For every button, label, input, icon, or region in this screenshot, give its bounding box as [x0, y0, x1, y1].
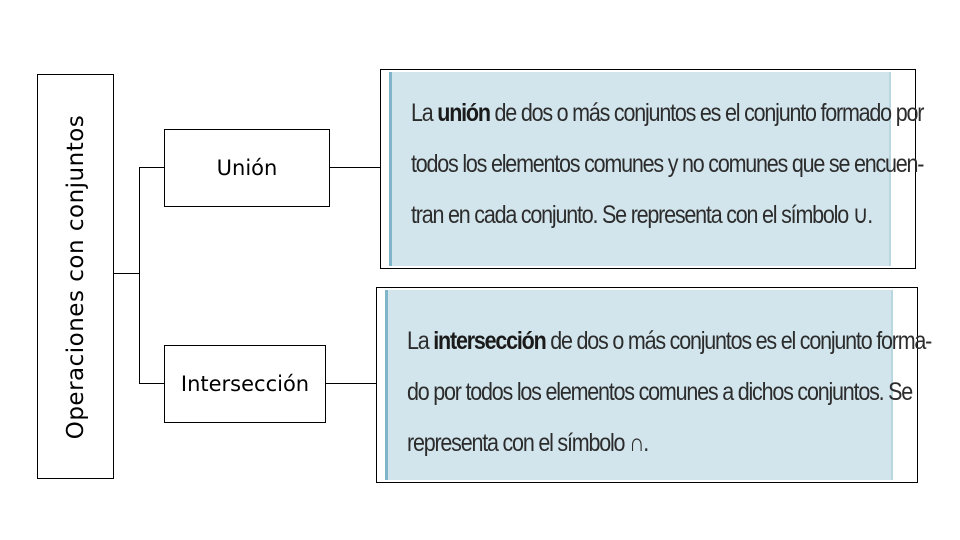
intersection-definition-box: La intersección de dos o más conjuntos e…	[376, 287, 932, 483]
connector-intersection-to-definition	[326, 383, 376, 384]
intersection-definition-line-1: La intersección de dos o más conjuntos e…	[407, 327, 932, 355]
union-definition-panel	[389, 72, 891, 266]
intersection-label: Intersección	[180, 372, 310, 396]
union-node: Unión	[164, 129, 330, 207]
intersection-definition-panel	[385, 290, 893, 480]
root-node: Operaciones con conjuntos	[37, 74, 114, 479]
intersection-definition-line-3: representa con el símbolo ∩.	[407, 429, 649, 457]
union-definition-text: La unión de dos o más conjuntos es el co…	[411, 88, 924, 241]
intersection-node: Intersección	[164, 345, 326, 423]
connector-root-horizontal	[114, 273, 140, 274]
intersection-definition-line-2: do por todos los elementos comunes a dic…	[407, 378, 913, 406]
connector-union-to-definition	[330, 167, 380, 168]
intersection-definition-text: La intersección de dos o más conjuntos e…	[407, 316, 932, 469]
connector-trunk-vertical	[139, 167, 140, 384]
union-definition-line-1: La unión de dos o más conjuntos es el co…	[411, 99, 924, 127]
connector-to-intersection	[139, 383, 164, 384]
union-definition-line-3: tran en cada conjunto. Se representa con…	[411, 201, 873, 229]
union-definition-line-2: todos los elementos comunes y no comunes…	[411, 150, 924, 178]
union-term: unión	[437, 99, 491, 127]
connector-to-union	[139, 167, 164, 168]
intersection-term: intersección	[433, 327, 546, 355]
root-label: Operaciones con conjuntos	[62, 114, 89, 439]
union-definition-box: La unión de dos o más conjuntos es el co…	[380, 69, 924, 269]
union-label: Unión	[216, 156, 278, 180]
